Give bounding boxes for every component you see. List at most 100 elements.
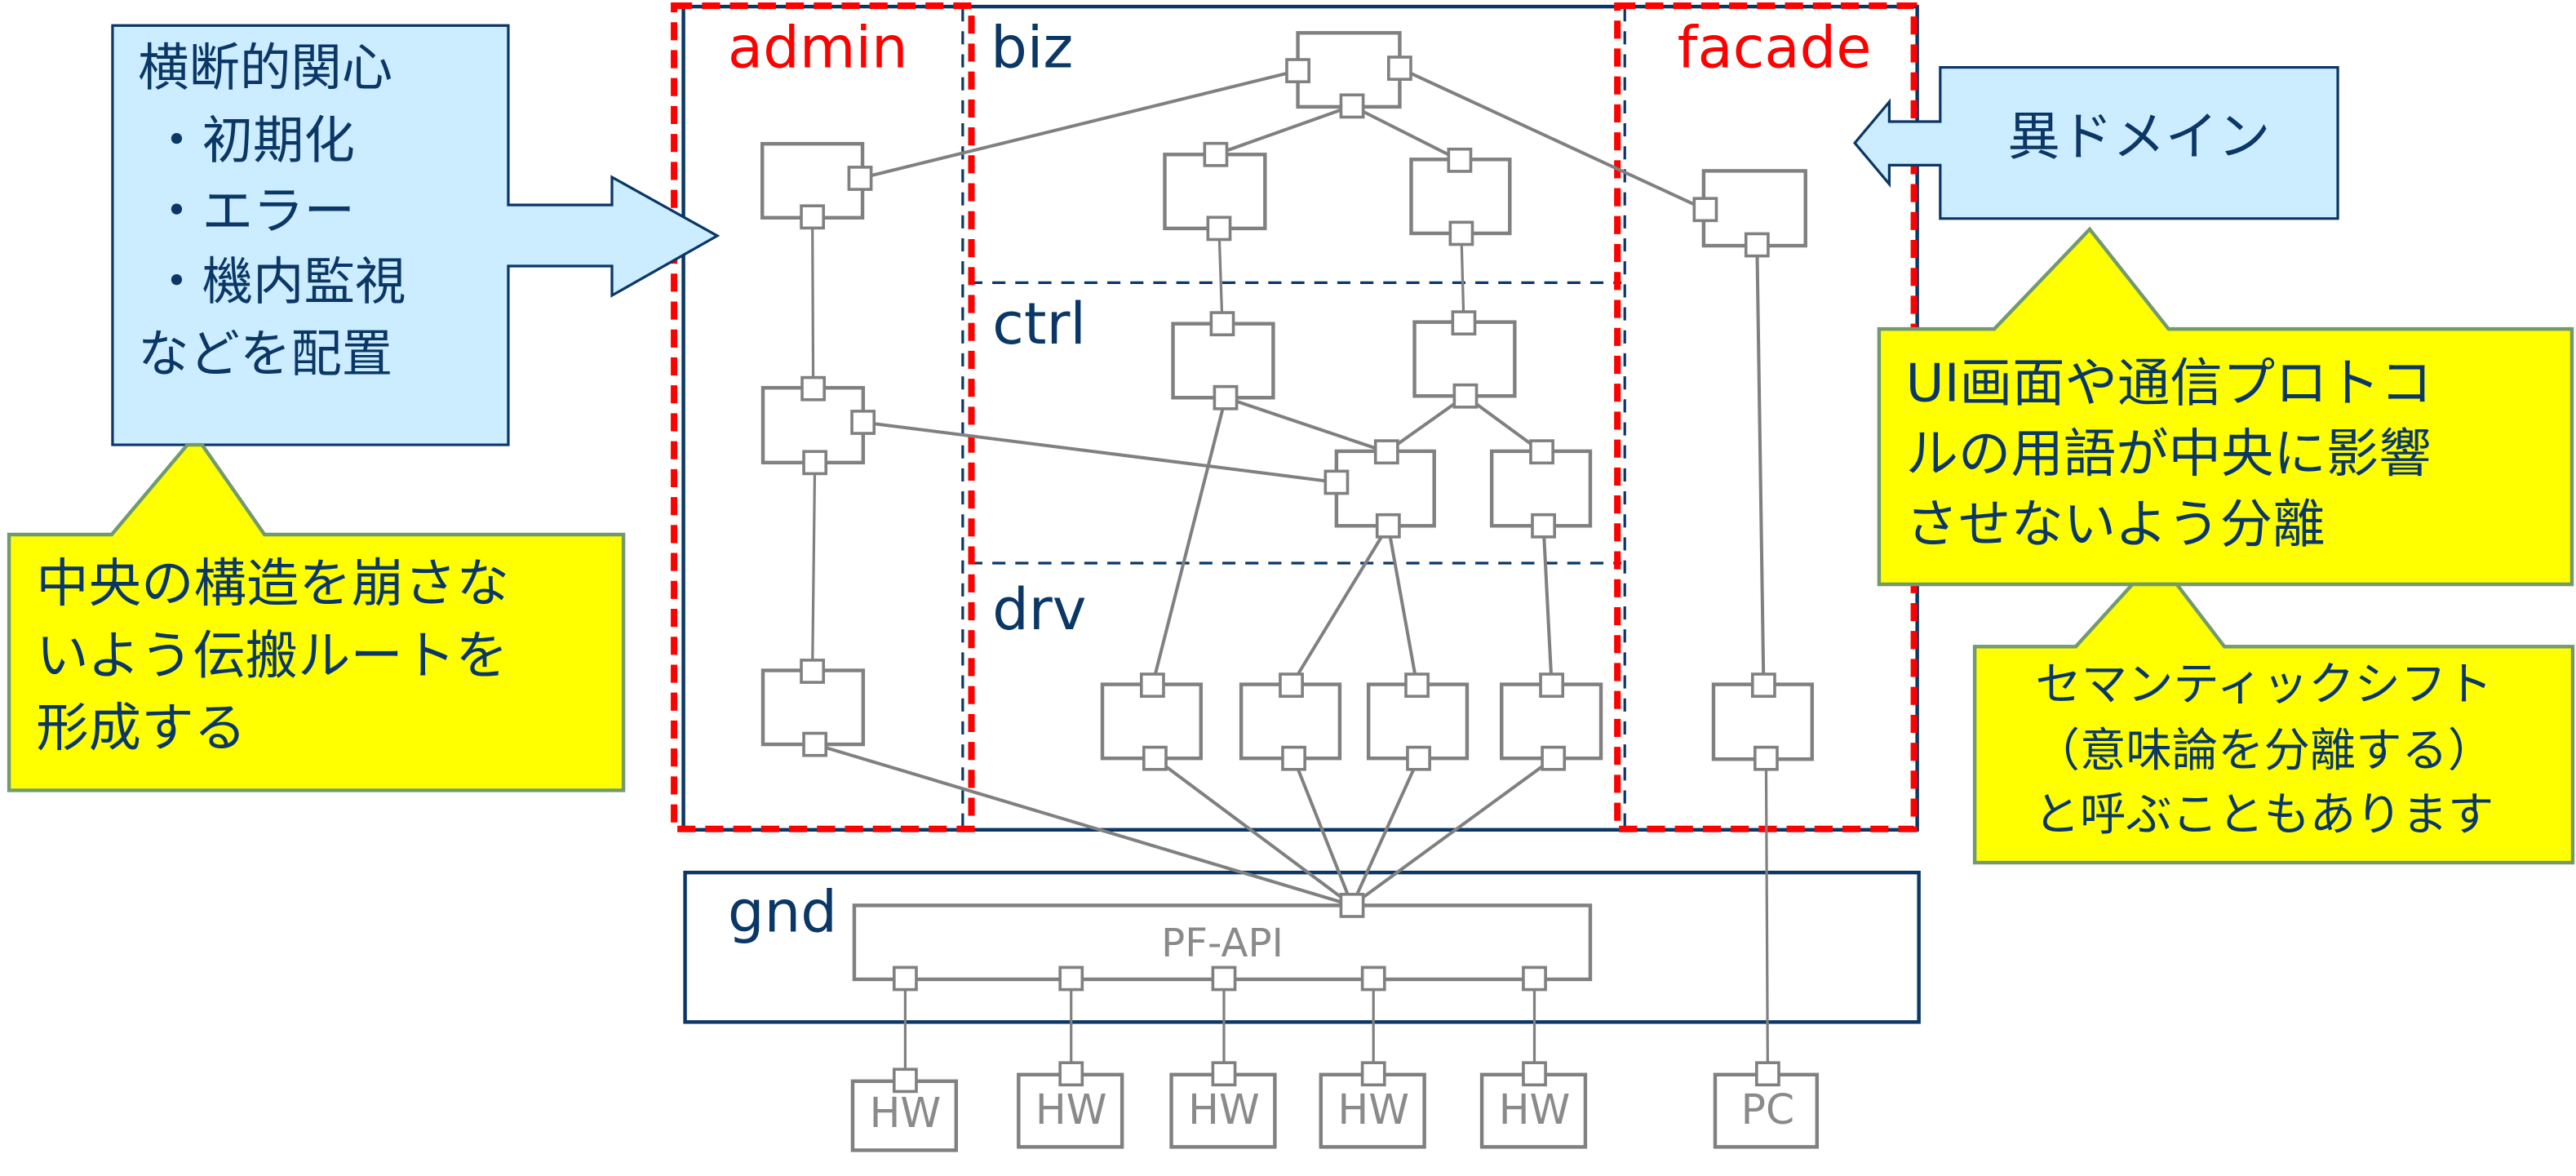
drv-node-3 — [1366, 672, 1470, 771]
facade-note-callout-shape — [1877, 226, 2574, 587]
admin-node-3-port-t-icon — [800, 659, 826, 684]
connector-drv-node-1-B-to-pf-api-node-T — [1154, 757, 1354, 908]
cross-cutting-line-1: 横断的関心 — [138, 38, 392, 98]
facade-node-2-port-b-icon — [1753, 745, 1779, 771]
hw-node-3 — [1169, 1061, 1277, 1149]
admin-node-1 — [760, 141, 873, 230]
hw-node-4-port-t-icon — [1360, 1061, 1386, 1087]
connector-ctrl-node-right-B-to-ctrl-node-mid-b-T — [1464, 394, 1543, 454]
other-domain-label: 異ドメイン — [2007, 106, 2270, 167]
hw-node-1-port-t-icon — [892, 1067, 918, 1094]
ctrl-node-right-port-t-icon — [1451, 310, 1477, 336]
connector-biz-node-top-B-to-biz-node-left-T — [1215, 104, 1353, 157]
hw-node-4-box — [1319, 1072, 1426, 1149]
connector-drv-node-3-B-to-pf-api-node-T — [1350, 757, 1421, 907]
connector-admin-node-3-B-to-pf-api-node-T — [814, 743, 1353, 908]
ctrl-node-mid-a — [1323, 439, 1436, 539]
admin-node-3 — [760, 659, 866, 757]
ctrl-layer-label: ctrl — [992, 291, 1086, 357]
drv-node-2-port-t-icon — [1279, 672, 1304, 699]
facade-node-1-port-b-icon — [1744, 232, 1770, 258]
other-domain-callout: 異ドメイン — [1853, 65, 2339, 220]
facade-node-1-port-l-icon — [1692, 197, 1718, 223]
biz-node-top — [1285, 31, 1412, 119]
hw-node-3-box — [1169, 1072, 1277, 1149]
pf-api-node-port-b3-icon — [1211, 965, 1237, 992]
connector-ctrl-node-mid-a-B-to-drv-node-3-T — [1386, 525, 1419, 686]
ctrl-node-mid-a-port-l-icon — [1323, 469, 1350, 495]
connector-biz-node-top-B-to-biz-node-right-T — [1351, 104, 1461, 162]
connector-facade-node-2-B-to-pc-node-T — [1764, 758, 1770, 1074]
drv-node-1-port-b-icon — [1142, 745, 1168, 771]
components — [760, 31, 1820, 1152]
connector-admin-node-2-R-to-ctrl-node-mid-a-L — [862, 420, 1337, 484]
facade-node-2 — [1711, 672, 1814, 771]
connector-ctrl-node-right-B-to-ctrl-node-mid-a-T — [1386, 394, 1467, 454]
admin-note-line-1: 中央の構造を崩さな — [36, 553, 509, 615]
cross-cutting-callout-shape — [111, 24, 720, 446]
ctrl-node-left-port-b-icon — [1213, 384, 1239, 410]
pf-api-node-port-t-icon — [1339, 893, 1365, 918]
pc-node-port-t-icon — [1755, 1061, 1780, 1087]
semantic-shift-line-2: （意味論を分離する） — [2034, 724, 2494, 777]
ctrl-node-mid-a-port-b-icon — [1375, 513, 1401, 539]
drv-node-4 — [1500, 672, 1603, 771]
drv-node-3-port-b-icon — [1406, 745, 1431, 771]
pf-api-node-port-b4-icon — [1360, 965, 1386, 992]
biz-node-top-port-l-icon — [1285, 58, 1310, 84]
biz-node-top-port-r-icon — [1387, 55, 1412, 81]
drv-node-2-port-b-icon — [1281, 745, 1306, 771]
connector-facade-node-1-B-to-facade-node-2-T — [1755, 244, 1766, 686]
connector-biz-node-left-B-to-ctrl-node-left-T — [1217, 228, 1224, 324]
biz-node-right-port-b-icon — [1448, 220, 1474, 246]
semantic-shift-callout: セマンティックシフト （意味論を分離する） と呼ぶこともあります — [1972, 582, 2575, 865]
pf-api-node-port-b5-icon — [1522, 965, 1547, 992]
facade-note-line-1: UI画面や通信プロトコ — [1906, 353, 2433, 414]
pf-api-node-port-b1-icon — [892, 965, 918, 992]
hw-node-2-port-t-icon — [1058, 1061, 1084, 1087]
cross-cutting-line-4: ・機内監視 — [151, 251, 406, 311]
gnd-layer-frame — [683, 870, 1921, 1024]
biz-node-left-port-b-icon — [1206, 215, 1232, 242]
admin-node-2-port-r-icon — [850, 410, 876, 435]
layer-labels: admin biz ctrl drv facade gnd — [728, 15, 1872, 946]
admin-node-3-port-b-icon — [802, 731, 828, 757]
cross-cutting-line-3: ・エラー — [151, 181, 355, 241]
ctrl-node-left — [1171, 311, 1275, 410]
semantic-shift-callout-shape — [1972, 582, 2575, 865]
drv-node-4-port-t-icon — [1539, 672, 1565, 699]
admin-note-line-2: いよう伝搬ルートを — [36, 626, 508, 687]
cross-cutting-callout: 横断的関心 ・初期化 ・エラー ・機内監視 などを配置 — [111, 24, 720, 446]
hw-node-2 — [1017, 1061, 1124, 1149]
drv-layer-label: drv — [992, 576, 1086, 643]
ctrl-node-mid-b-port-b-icon — [1531, 513, 1556, 539]
biz-node-right — [1409, 147, 1512, 246]
admin-node-2-port-b-icon — [802, 450, 828, 476]
semantic-shift-line-3: と呼ぶこともあります — [2034, 788, 2494, 841]
hw-node-1 — [850, 1067, 959, 1152]
facade-node-2-port-t-icon — [1750, 672, 1776, 699]
hw-node-4 — [1319, 1061, 1426, 1149]
connector-admin-node-1-R-to-biz-node-top-L — [859, 69, 1299, 180]
drv-node-4-port-b-icon — [1541, 745, 1567, 771]
admin-node-2 — [760, 375, 876, 476]
connector-ctrl-node-mid-b-B-to-drv-node-4-T — [1541, 526, 1554, 686]
drv-node-3-port-t-icon — [1404, 672, 1430, 699]
biz-node-right-port-t-icon — [1447, 147, 1473, 173]
pc-label: PC — [1741, 1085, 1795, 1134]
drv-node-1-port-t-icon — [1139, 672, 1165, 699]
hw-node-5-port-t-icon — [1522, 1061, 1547, 1087]
ctrl-node-mid-b — [1489, 439, 1593, 539]
ctrl-node-mid-b-port-t-icon — [1529, 439, 1554, 465]
connector-ctrl-node-left-B-to-drv-node-1-T — [1151, 397, 1227, 686]
connector-admin-node-2-B-to-admin-node-3-T — [811, 462, 817, 672]
pf-api-node — [852, 893, 1593, 992]
admin-note-callout: 中央の構造を崩さな いよう伝搬ルートを 形成する — [7, 442, 626, 792]
admin-node-1-port-b-icon — [800, 204, 826, 230]
connector-admin-node-1-B-to-admin-node-2-T — [811, 216, 815, 389]
hw-node-5-box — [1479, 1072, 1588, 1149]
biz-node-top-port-b-icon — [1339, 93, 1365, 119]
hw-node-3-port-t-icon — [1211, 1061, 1237, 1087]
